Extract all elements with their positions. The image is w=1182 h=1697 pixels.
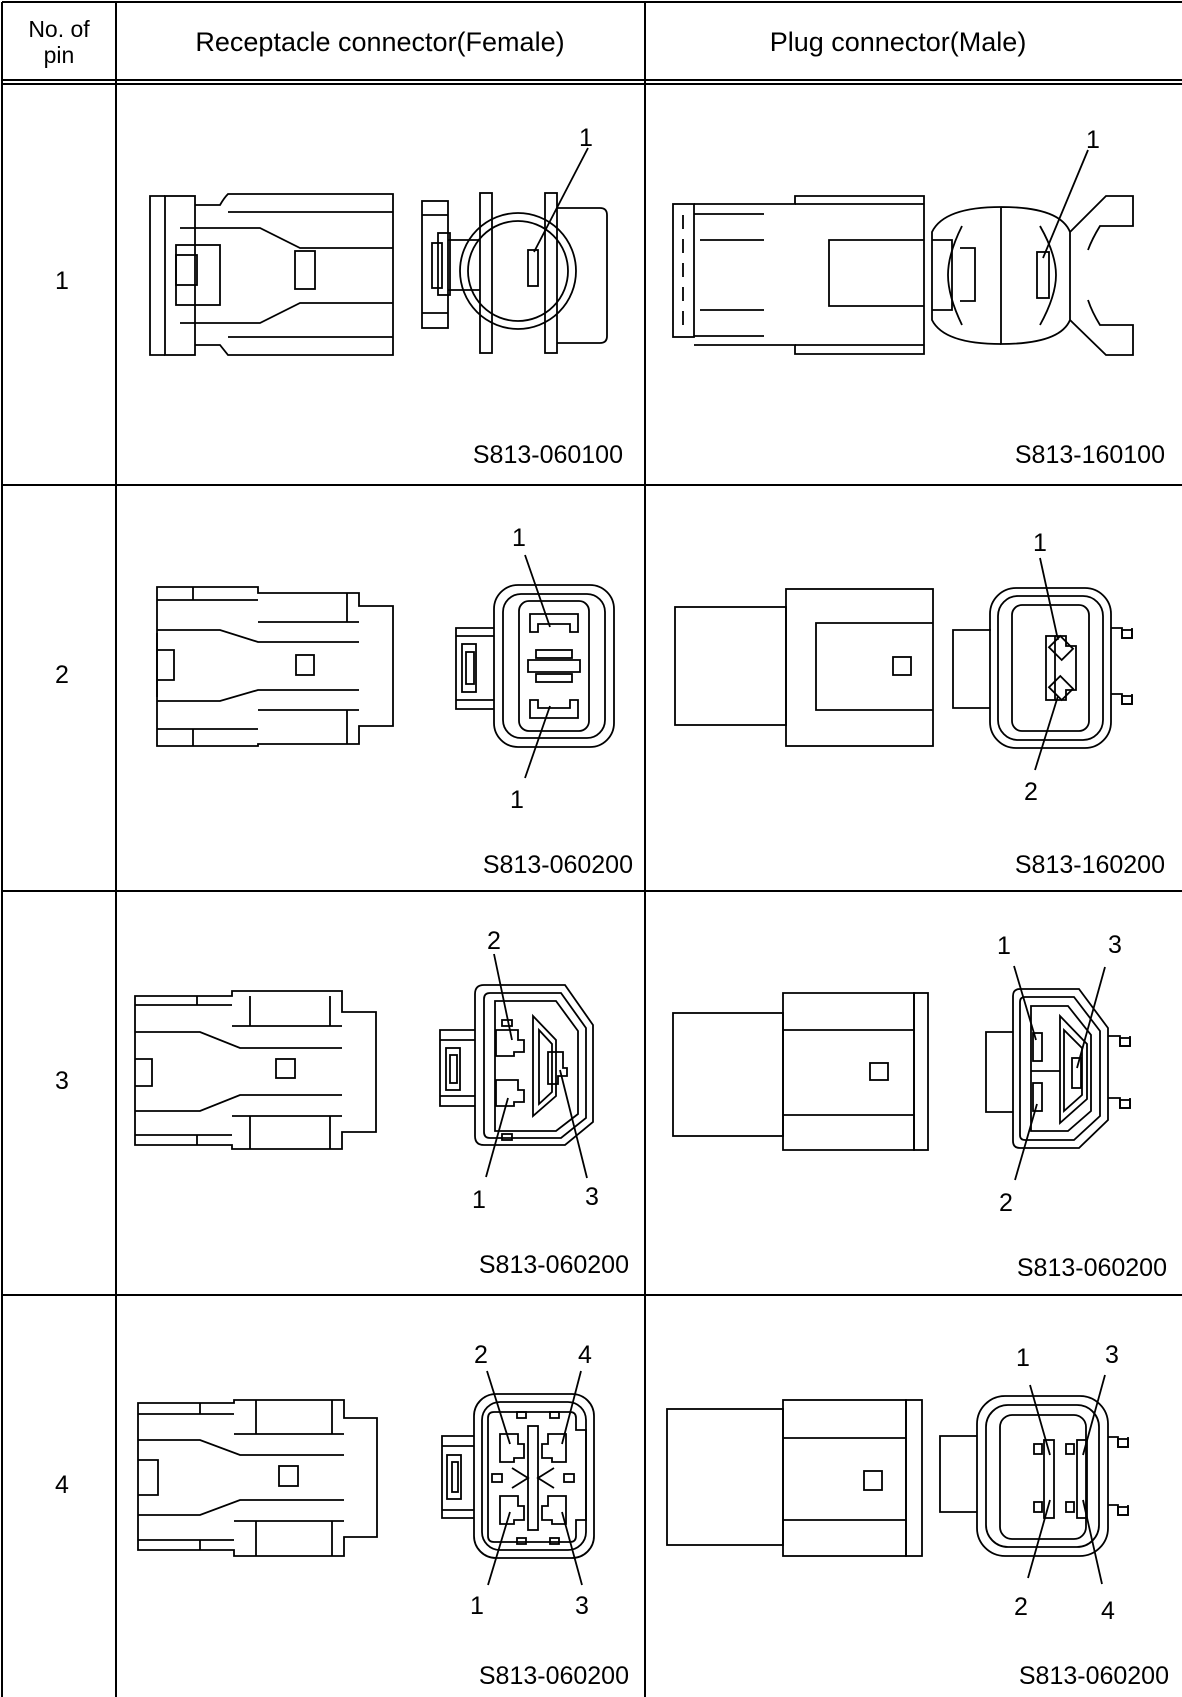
row1-receptacle-part: S813-060100: [473, 441, 623, 469]
row3-plug-pin-label-1: 1: [997, 932, 1011, 960]
row4-receptacle-part: S813-060200: [479, 1662, 629, 1690]
row4-plug-pin-label-2: 2: [1014, 1593, 1028, 1621]
row4-plug-front-view: 1 3 2 4: [939, 1341, 1129, 1625]
row3-receptacle-pin-label-2: 2: [487, 927, 501, 955]
row2-receptacle-front-view: 1 1: [455, 524, 615, 814]
row3-plug-side-view: [672, 992, 929, 1151]
row3-plug-pin-label-3: 3: [1108, 931, 1122, 959]
header-pin-line1: No. of: [28, 16, 90, 42]
table-header: No. of pin Receptacle connector(Female) …: [28, 16, 1026, 68]
row3-receptacle-front-view: 2 1 3: [439, 927, 599, 1214]
row4-receptacle-front-view: 2 4 1 3: [441, 1341, 595, 1620]
row1-plug-front-view: 1: [931, 126, 1134, 356]
row1-pin-count: 1: [55, 267, 69, 295]
row2-plug-side-view: [674, 588, 934, 747]
row2-receptacle-pin-label-1b: 1: [510, 786, 524, 814]
row3-plug-pin-label-2: 2: [999, 1189, 1013, 1217]
row3-pin-count: 3: [55, 1067, 69, 1095]
row4-receptacle-side-view: [137, 1399, 378, 1557]
row3-plug-part: S813-060200: [1017, 1254, 1167, 1282]
row1-plug-part: S813-160100: [1015, 441, 1165, 469]
row2-receptacle-part: S813-060200: [483, 851, 633, 879]
row3-receptacle-pin-label-1: 1: [472, 1186, 486, 1214]
row1-plug-pin-label-1: 1: [1086, 126, 1100, 154]
row4-plug-side-view: [666, 1399, 923, 1557]
row4-plug-pin-label-4: 4: [1101, 1597, 1115, 1625]
row1-plug-side-view: [672, 195, 925, 355]
row3-receptacle-part: S813-060200: [479, 1251, 629, 1279]
row4-pin-count: 4: [55, 1471, 69, 1499]
row2-receptacle-side-view: [156, 586, 394, 747]
header-pin-line2: pin: [44, 42, 75, 68]
row4-plug-pin-label-3: 3: [1105, 1341, 1119, 1369]
row4-receptacle-pin-label-4: 4: [578, 1341, 592, 1369]
row1-receptacle-side-view: [149, 193, 394, 356]
header-plug: Plug connector(Male): [770, 27, 1027, 57]
row4-plug-pin-label-1: 1: [1016, 1344, 1030, 1372]
row2-plug-pin-label-1: 1: [1033, 529, 1047, 557]
row2-plug-part: S813-160200: [1015, 851, 1165, 879]
row4-plug-part: S813-060200: [1019, 1662, 1169, 1690]
row1-receptacle-pin-label-1: 1: [579, 124, 593, 152]
row4-receptacle-pin-label-3: 3: [575, 1592, 589, 1620]
row1-receptacle-front-view: 1: [421, 124, 608, 354]
row3-receptacle-pin-label-3: 3: [585, 1183, 599, 1211]
row4-receptacle-pin-label-1: 1: [470, 1592, 484, 1620]
row3-receptacle-side-view: [134, 990, 377, 1150]
row2-receptacle-pin-label-1a: 1: [512, 524, 526, 552]
header-receptacle: Receptacle connector(Female): [195, 27, 564, 57]
row2-plug-pin-label-2: 2: [1024, 778, 1038, 806]
row4-receptacle-pin-label-2: 2: [474, 1341, 488, 1369]
row3-plug-front-view: 1 3 2: [985, 931, 1131, 1217]
row2-plug-front-view: 1 2: [952, 529, 1133, 806]
row2-pin-count: 2: [55, 661, 69, 689]
